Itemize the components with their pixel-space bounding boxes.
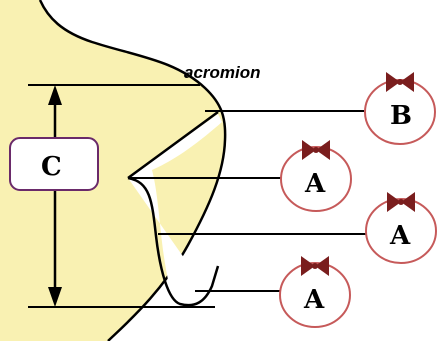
- c-label: C: [41, 152, 62, 182]
- b-label: B: [390, 101, 412, 131]
- circle-a-1: A: [281, 140, 351, 211]
- a-label-3: A: [303, 285, 325, 315]
- a-label-2: A: [389, 221, 411, 251]
- acromion-label: acromion: [184, 63, 261, 82]
- circle-a-3: A: [280, 256, 350, 327]
- a-label-1: A: [304, 169, 326, 199]
- circle-b: B: [365, 72, 435, 144]
- circle-a-2: A: [366, 192, 436, 263]
